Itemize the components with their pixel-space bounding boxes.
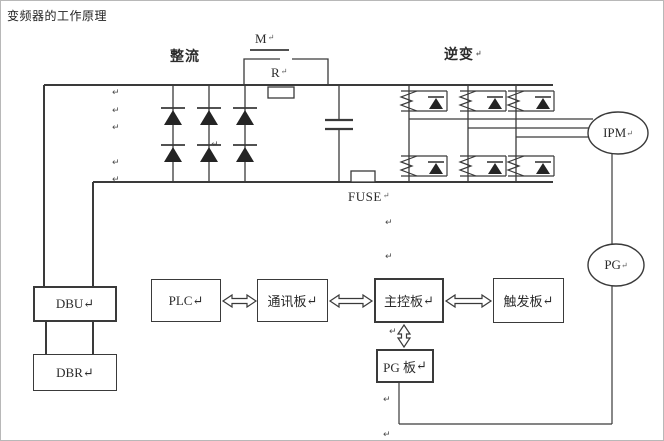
igbt-unit-icons [399, 90, 555, 177]
rectifier-bridge [172, 85, 246, 182]
return-mark: ↵ [112, 175, 120, 185]
return-mark: ↵ [211, 140, 219, 150]
precharge-resistor-icon [267, 86, 295, 99]
return-mark: ↵ [192, 292, 204, 308]
return-mark: ↵ [475, 49, 483, 58]
ipm-motor-ellipse [587, 111, 649, 155]
return-mark: ↵ [385, 218, 393, 228]
encoder-feedback-wires [398, 154, 613, 425]
arrow-plc-comm [221, 293, 258, 309]
return-mark: ↵ [620, 260, 628, 270]
arrow-comm-main [328, 293, 374, 309]
plc-box: PLC ↵ [151, 279, 221, 322]
return-mark: ↵ [382, 191, 390, 200]
return-mark: ↵ [280, 67, 288, 76]
page-title: 变频器的工作原理 [7, 9, 108, 23]
return-mark: ↵ [626, 128, 633, 138]
return-mark: ↵ [389, 327, 397, 337]
return-mark: ↵ [82, 364, 94, 380]
rectifier-section-label: 整流 [170, 50, 200, 65]
comm-board-box: 通讯板 ↵ [257, 279, 328, 322]
dbu-box: DBU ↵ [33, 286, 117, 322]
phase-output-lines [409, 118, 593, 138]
contactor-bypass-box [243, 49, 329, 85]
fuse-icon [350, 170, 376, 183]
smoothing-capacitor-icon [325, 85, 353, 182]
return-mark: ↵ [306, 292, 318, 308]
return-mark: ↵ [415, 358, 427, 373]
return-mark: ↵ [385, 252, 393, 262]
inverter-legs [408, 85, 517, 182]
return-mark: ↵ [112, 158, 120, 168]
arrow-main-pgboard [396, 323, 412, 349]
dbr-box: DBR ↵ [33, 354, 117, 391]
inverter-section-label: 逆变 ↵ [444, 48, 483, 63]
return-mark: ↵ [267, 33, 275, 42]
return-mark: ↵ [423, 292, 434, 308]
return-mark: ↵ [112, 123, 120, 133]
return-mark: ↵ [83, 296, 95, 311]
resistor-label: R ↵ [271, 65, 288, 80]
fuse-label: FUSE ↵ [348, 189, 390, 204]
pg-label: PG ↵ [604, 257, 628, 272]
rectifier-diode-icons [161, 107, 257, 162]
trigger-board-box: 触发板 ↵ [493, 278, 564, 323]
dbu-feed-wires [43, 85, 94, 354]
return-mark: ↵ [383, 430, 391, 440]
contactor-label: M ↵ [255, 31, 275, 46]
pg-encoder-ellipse [587, 243, 645, 287]
return-mark: ↵ [383, 395, 391, 405]
main-control-board-box: 主控板 ↵ [374, 278, 444, 323]
ipm-label: IPM ↵ [603, 125, 633, 140]
arrow-main-trigger [444, 293, 493, 309]
return-mark: ↵ [112, 106, 120, 116]
return-mark: ↵ [112, 88, 120, 98]
pg-board-box: PG 板 ↵ [376, 349, 434, 383]
double-arrow-icons [221, 293, 493, 349]
return-mark: ↵ [542, 292, 554, 308]
